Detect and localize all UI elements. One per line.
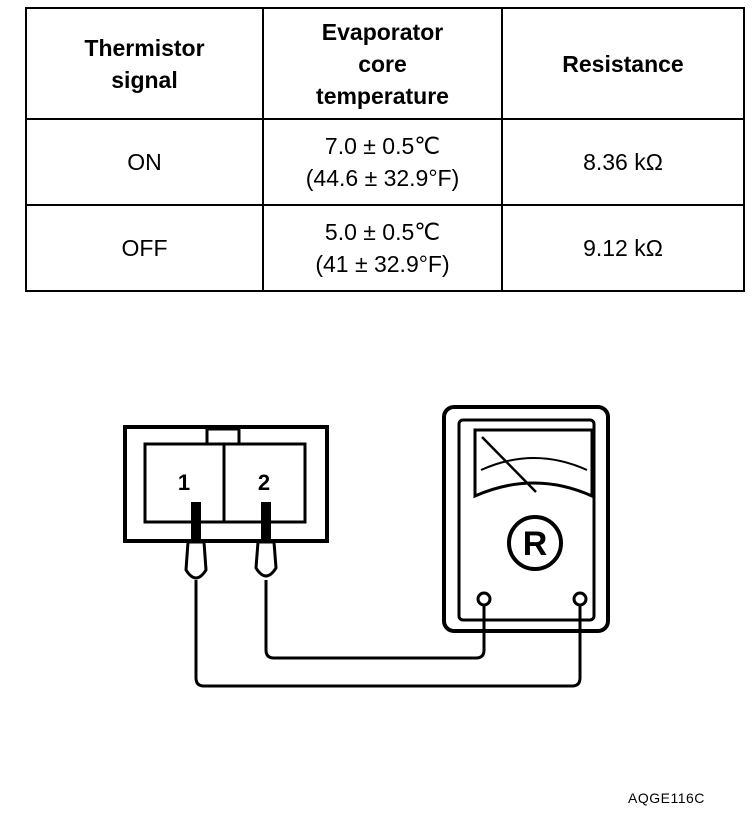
needle-icon [481, 436, 537, 493]
temp-celsius: 7.0 ± 0.5℃ [324, 133, 441, 159]
thermistor-spec-table: Thermistor signal Evaporator core temper… [25, 7, 745, 292]
cell-signal: ON [25, 118, 264, 206]
cell-temperature: 7.0 ± 0.5℃ (44.6 ± 32.9°F) [262, 118, 503, 206]
table-header-row: Thermistor signal Evaporator core temper… [25, 7, 745, 120]
header-resistance: Resistance [501, 7, 745, 120]
terminal-2-label: 2 [258, 470, 270, 495]
header-text: temperature [316, 82, 449, 109]
temp-fahrenheit: (44.6 ± 32.9°F) [305, 165, 460, 191]
probe-1-icon [184, 502, 208, 580]
header-thermistor-signal: Thermistor signal [25, 7, 264, 120]
terminal-1-label: 1 [178, 470, 190, 495]
ohmmeter-icon: R [442, 405, 610, 633]
header-text: Thermistor [84, 34, 205, 61]
cell-resistance: 8.36 kΩ [501, 118, 745, 206]
temp-celsius: 5.0 ± 0.5℃ [324, 219, 441, 245]
header-evaporator-temp: Evaporator core temperature [262, 7, 503, 120]
header-text: core [358, 50, 407, 77]
table-row: ON 7.0 ± 0.5℃ (44.6 ± 32.9°F) 8.36 kΩ [25, 118, 745, 206]
table-row: OFF 5.0 ± 0.5℃ (41 ± 32.9°F) 9.12 kΩ [25, 204, 745, 292]
cell-signal: OFF [25, 204, 264, 292]
header-text: signal [111, 66, 178, 93]
temp-fahrenheit: (41 ± 32.9°F) [315, 251, 450, 277]
meter-terminal-right [572, 591, 588, 607]
meter-symbol-r: R [523, 525, 548, 563]
connector-icon: 1 2 [123, 425, 329, 543]
figure-code: AQGE116C [628, 790, 705, 806]
probe-2-icon [254, 502, 278, 578]
cell-temperature: 5.0 ± 0.5℃ (41 ± 32.9°F) [262, 204, 503, 292]
header-text: Evaporator [321, 18, 444, 45]
meter-terminal-left [476, 591, 492, 607]
header-text: Resistance [562, 50, 684, 77]
wire-probe-1 [194, 580, 582, 688]
wire-probe-2 [264, 580, 486, 660]
cell-resistance: 9.12 kΩ [501, 204, 745, 292]
